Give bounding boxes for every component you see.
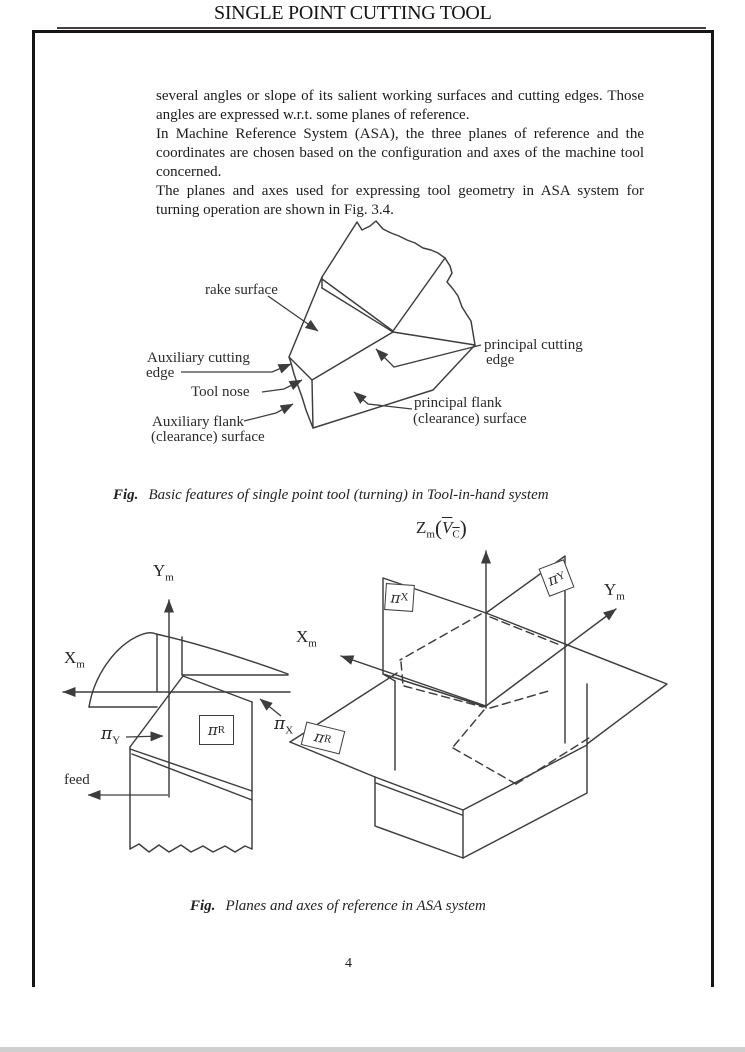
border-right	[711, 30, 714, 987]
pi-x-arrow	[259, 698, 282, 717]
title-underline	[57, 27, 706, 29]
principal-flank-label-line2: (clearance) surface	[413, 411, 527, 427]
paragraph: The planes and axes used for expressing …	[156, 183, 644, 218]
figure2-caption-prefix: Fig.	[190, 898, 216, 914]
hidden-edge-8	[515, 737, 590, 785]
principal-cutting-edge-label-line1: principal cutting	[484, 337, 583, 353]
page-title: SINGLE POINT CUTTING TOOL	[214, 2, 492, 24]
flank-right-edge	[392, 331, 476, 346]
nose-vertical-edge	[311, 379, 314, 429]
paragraph: In Machine Reference System (ASA), the t…	[156, 126, 644, 180]
auxiliary-flank-arrow	[243, 403, 294, 422]
figure1-caption-prefix: Fig.	[113, 487, 139, 503]
border-left	[32, 30, 35, 987]
auxiliary-cutting-edge-label-line1: Auxiliary cutting	[147, 350, 250, 366]
fig2-left-pi-x-label: πX	[274, 714, 294, 737]
plane-block-connector	[382, 673, 396, 682]
auxiliary-flank-label-line1: Auxiliary flank	[152, 414, 245, 430]
fig2-left-xm-label: Xm	[64, 648, 85, 671]
auxiliary-flank-label-line2: (clearance) surface	[151, 429, 265, 445]
shank-top-left-edge	[129, 675, 184, 748]
pi-x-plane	[382, 577, 487, 708]
paragraph: several angles or slope of its salient w…	[156, 88, 644, 123]
hidden-edge-7	[452, 747, 517, 785]
shank-wavy-bottom	[129, 843, 253, 853]
figure1-drawing	[181, 220, 482, 429]
fig2-left-ym-label: Ym	[153, 561, 174, 584]
tool-nose-arrow	[261, 379, 303, 393]
ym-axis-line-right	[485, 608, 617, 707]
tool-top-profile	[88, 632, 289, 708]
nose-top-edge	[288, 356, 313, 381]
hidden-edge-5	[489, 689, 553, 709]
principal-cutting-edge-label-line2: edge	[486, 352, 515, 368]
hidden-edge-2	[400, 661, 404, 686]
shank-diagonal-edge-1	[129, 748, 253, 792]
principal-cutting-edge-arrow	[375, 344, 482, 368]
fig2-right-ym-label: Ym	[604, 580, 625, 603]
figure2-left-drawing	[62, 599, 291, 853]
hidden-edge-6	[452, 709, 485, 748]
figure1-caption: Fig. Basic features of single point tool …	[113, 487, 549, 504]
block-front-face	[374, 776, 464, 859]
xm-axis-line-right	[340, 655, 487, 707]
border-top	[32, 30, 714, 33]
rake-surface-arrow	[267, 295, 319, 332]
auxiliary-cutting-edge-arrow	[181, 363, 292, 374]
scan-edge-band	[0, 1047, 745, 1052]
principal-flank-arrow	[353, 391, 413, 410]
tool-nose-label: Tool nose	[191, 384, 250, 400]
rake-right-edge	[392, 257, 446, 332]
body-text: several angles or slope of its salient w…	[156, 87, 644, 220]
principal-cutting-edge-line-upper	[321, 278, 394, 332]
pi-y-arrow	[125, 731, 164, 742]
auxiliary-cutting-edge-label-line2: edge	[146, 365, 175, 381]
block-front-double-line	[375, 782, 463, 816]
hidden-edge-1	[399, 613, 482, 661]
hidden-edge-3	[403, 685, 484, 708]
shank-top-right-edge	[182, 675, 253, 703]
page-number: 4	[345, 956, 352, 971]
figure2-caption: Fig. Planes and axes of reference in ASA …	[190, 898, 486, 915]
principal-flank-label-line1: principal flank	[414, 395, 502, 411]
fig2-left-pi-y-label: πY	[101, 724, 121, 747]
pi-y-plane	[485, 555, 566, 649]
pi-r-plane-right-edge	[485, 612, 668, 745]
feed-label: feed	[64, 772, 90, 788]
rake-surface-label: rake surface	[205, 282, 278, 298]
hidden-edge-4	[489, 616, 561, 646]
figure2-caption-text: Planes and axes of reference in ASA syst…	[225, 898, 486, 914]
block-right-face	[462, 744, 588, 859]
pi-r-plane-near-edge	[289, 741, 376, 778]
rake-front-edge	[311, 331, 394, 381]
fig2-right-xm-label: Xm	[296, 627, 317, 650]
principal-cutting-edge-line-lower	[321, 287, 394, 333]
figure1-caption-text: Basic features of single point tool (tur…	[148, 487, 549, 503]
fig2-right-zm-label: Zm(VC)	[416, 516, 467, 541]
shank-diagonal-edge-2	[131, 753, 253, 801]
tool-outline	[288, 220, 476, 429]
